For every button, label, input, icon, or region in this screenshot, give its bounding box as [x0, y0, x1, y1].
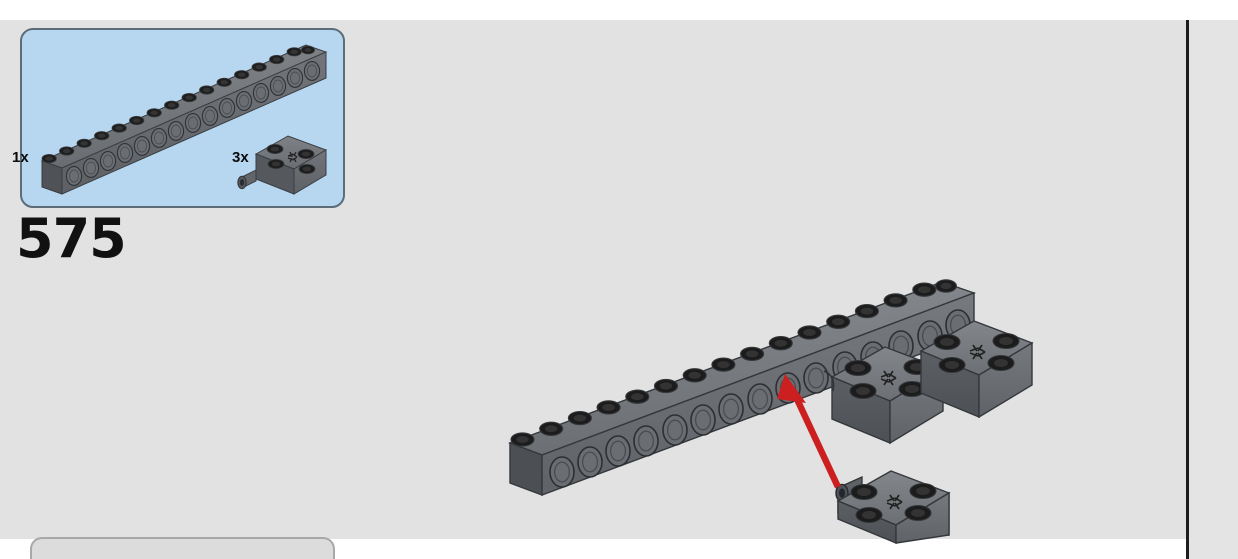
assembly-direction-arrow — [777, 374, 841, 489]
attached-pin-brick-2 — [919, 320, 1034, 419]
callout-pin — [237, 169, 257, 190]
part-quantity-beam: 1x — [12, 149, 29, 166]
axle-cross-marking-2 — [969, 344, 986, 360]
part-quantity-pin-brick: 3x — [232, 149, 249, 166]
axle-cross-marking-1 — [880, 370, 897, 386]
callout-part-technic-beam — [40, 44, 328, 195]
parts-callout-illustration — [40, 44, 328, 195]
assembly-technic-beam — [508, 279, 977, 497]
callout-part-pin-brick — [237, 135, 328, 195]
assembly-illustration — [508, 279, 1034, 545]
next-step-callout-partial — [30, 537, 335, 559]
page-right-margin — [1189, 20, 1238, 559]
step-number: 575 — [16, 207, 127, 270]
page-gutter-line — [1186, 20, 1189, 559]
axle-cross-marking-3 — [886, 494, 903, 510]
loose-pin-brick — [835, 470, 951, 545]
